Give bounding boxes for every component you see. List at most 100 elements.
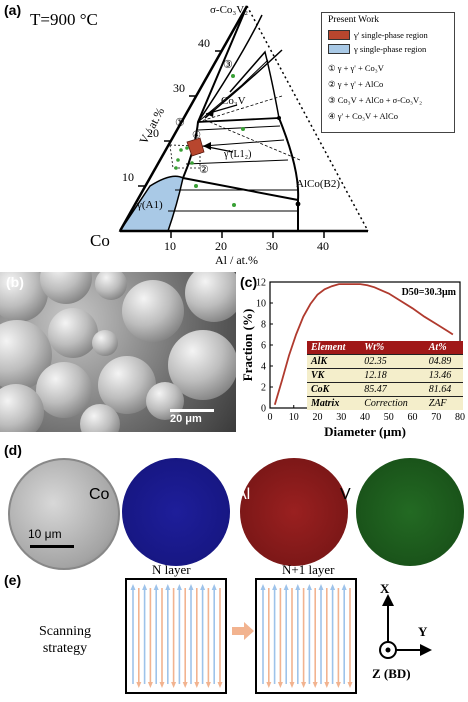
- v-tick-30: 30: [173, 81, 185, 95]
- x-tick-label: 10: [289, 412, 299, 423]
- region-4-label: ④: [192, 130, 201, 141]
- scan-arrowhead: [205, 682, 211, 688]
- powder-particle: [95, 272, 127, 300]
- eds-header-at: At%: [424, 341, 463, 355]
- map-scale-label: 10 μm: [28, 527, 62, 541]
- y-tick-label: 0: [261, 404, 266, 415]
- region-2-label: ②: [199, 164, 209, 176]
- layer-n-label: N layer: [152, 562, 191, 577]
- gamma-prime-label: γ'(L1₂): [223, 149, 251, 160]
- scan-arrowhead: [217, 682, 223, 688]
- region-1-label: ①: [175, 117, 185, 129]
- scan-arrowhead: [260, 584, 266, 590]
- region-3-label: ③: [223, 59, 233, 71]
- y-tick-label: 10: [256, 299, 266, 310]
- x-tick-label: 40: [360, 412, 370, 423]
- y-tick-label: 4: [261, 362, 266, 373]
- al-map: [240, 458, 348, 566]
- co-map: [122, 458, 230, 566]
- scan-arrowhead: [266, 682, 272, 688]
- panel-label-d: (d): [4, 442, 22, 458]
- x-tick-label: 70: [431, 412, 441, 423]
- powder-particle: [48, 308, 98, 358]
- scan-arrowhead: [318, 584, 324, 590]
- sigma-label: σ-Co₃V₂: [210, 4, 248, 16]
- v-map-label: V: [340, 486, 351, 503]
- scan-arrowhead: [165, 584, 171, 590]
- map-scale-bar: [30, 545, 74, 548]
- scan-arrowhead: [295, 584, 301, 590]
- al-tick-20: 20: [215, 239, 227, 253]
- eds-row: Matrix Correction ZAF: [307, 396, 463, 410]
- eds-cell: Correction: [360, 396, 425, 410]
- scan-arrowhead: [159, 682, 165, 688]
- powder-particle: [40, 272, 92, 304]
- powder-particle: [122, 280, 184, 342]
- legend-label-gamma: γ single-phase region: [354, 43, 427, 54]
- al-tick-40: 40: [317, 239, 329, 253]
- eds-cell: 13.46: [424, 368, 463, 383]
- scan-arrowhead: [211, 584, 217, 590]
- distribution-line: [273, 283, 454, 406]
- eds-row: AlK 02.35 04.89: [307, 354, 463, 369]
- eds-cell: 85.47: [360, 382, 425, 397]
- corner-label: Co: [90, 231, 110, 250]
- x-tick-label: 50: [384, 412, 394, 423]
- eds-table: Element Wt% At% AlK 02.35 04.89 VK 12.18…: [307, 341, 463, 410]
- eds-cell: 81.64: [424, 382, 463, 397]
- scanning-caption: Scanning strategy: [38, 624, 92, 656]
- scan-arrowhead: [136, 682, 142, 688]
- v-tick-10: 10: [122, 170, 134, 184]
- eds-cell: CoK: [307, 382, 361, 397]
- al-map-label: Al: [236, 486, 251, 503]
- temperature-label: T=900 °C: [30, 10, 98, 29]
- layer-n1-label: N+1 layer: [282, 562, 335, 577]
- eds-row: VK 12.18 13.46: [307, 368, 463, 383]
- x-tick-label: 80: [455, 412, 465, 423]
- gamma-label: γ(A1): [136, 199, 163, 211]
- y-tick-label: 12: [256, 278, 266, 289]
- eds-cell: ZAF: [424, 396, 463, 410]
- y-axis-label: Fraction (%): [240, 309, 255, 382]
- phase-diagram: T=900 °C Co V / at.% Al / at.% 10 20 30 …: [30, 4, 369, 267]
- scan-arrowhead: [289, 682, 295, 688]
- sem-micrograph: 20 μm: [0, 272, 236, 432]
- x-tick-label: 60: [408, 412, 418, 423]
- eds-header-element: Element: [307, 341, 361, 355]
- co-v-edge: [118, 5, 249, 232]
- gamma-prime-region: [186, 137, 205, 157]
- scan-arrowhead: [272, 584, 278, 590]
- alco-label: AlCo(B2): [296, 178, 340, 190]
- scan-arrowhead: [301, 682, 307, 688]
- x-axis-label: Diameter (μm): [324, 424, 406, 439]
- d50-annotation: D50=30.3μm: [402, 287, 457, 298]
- eds-cell: 04.89: [424, 354, 463, 369]
- axis-x-label: X: [380, 581, 390, 596]
- x-tick-label: 30: [336, 412, 346, 423]
- scan-arrowhead: [176, 584, 182, 590]
- scan-arrowhead: [194, 682, 200, 688]
- eds-cell: AlK: [307, 354, 361, 369]
- co-map-label: Co: [89, 486, 110, 503]
- eds-row: CoK 85.47 81.64: [307, 382, 463, 397]
- powder-particle: [185, 272, 236, 322]
- legend-region-2: ② γ + γ' + AlCo: [328, 78, 384, 89]
- scan-arrowhead: [147, 682, 153, 688]
- scan-arrowhead: [324, 682, 330, 688]
- layer-n-scan-vectors: [130, 584, 223, 688]
- powder-particle: [36, 362, 92, 418]
- x-tick-label: 20: [313, 412, 323, 423]
- powder-particle: [80, 404, 120, 432]
- legend-item-gamma-prime: γ' single-phase region: [322, 28, 454, 42]
- eds-cell: 02.35: [360, 354, 425, 369]
- y-tick-label: 8: [261, 320, 266, 331]
- data-points: [174, 74, 245, 207]
- eds-cell: 12.18: [360, 368, 425, 383]
- phase-legend: Present Work γ' single-phase region γ si…: [321, 12, 455, 133]
- particle-cross-section: [8, 458, 120, 570]
- powder-particle: [92, 330, 118, 356]
- axis-z-label: Z (BD): [372, 666, 411, 681]
- eds-header-wt: Wt%: [360, 341, 425, 355]
- x-tick-label: 0: [268, 412, 273, 423]
